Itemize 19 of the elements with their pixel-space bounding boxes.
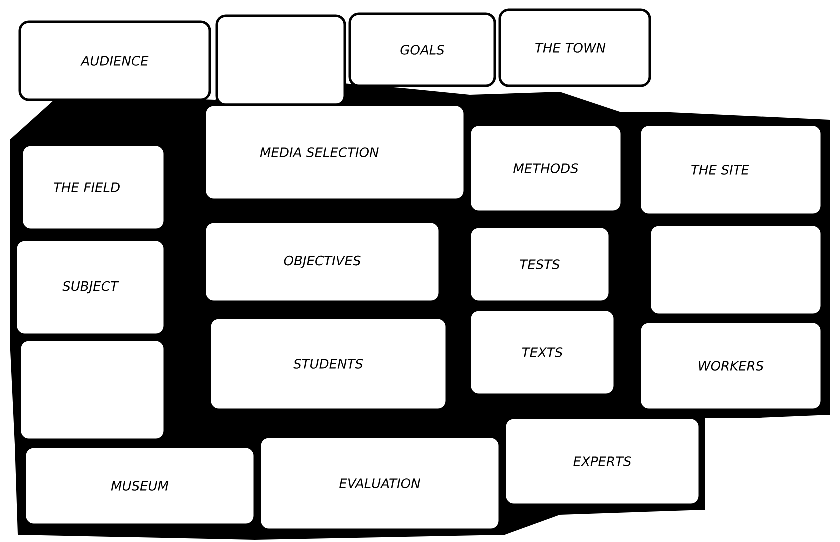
stone-label: GOALS bbox=[348, 12, 496, 88]
stone-label: TEXTS bbox=[468, 308, 616, 396]
blank-stone bbox=[648, 224, 824, 316]
stone-label: METHODS bbox=[468, 124, 624, 214]
stone-label: THE SITE bbox=[638, 124, 824, 216]
stone-label: OBJECTIVES bbox=[204, 220, 442, 304]
stone-label: TESTS bbox=[468, 226, 612, 304]
stone-label: THE FIELD bbox=[20, 144, 166, 232]
blank-stone bbox=[216, 14, 346, 106]
stone-label: STUDENTS bbox=[208, 316, 448, 412]
stone-label: WORKERS bbox=[638, 320, 824, 412]
blank-stone bbox=[18, 338, 166, 442]
stone-label: THE TOWN bbox=[498, 8, 652, 88]
stone-label: MEDIA SELECTION bbox=[204, 104, 466, 202]
stone-label: SUBJECT bbox=[14, 238, 166, 336]
stone-label: MUSEUM bbox=[24, 446, 256, 526]
stone-label: EXPERTS bbox=[504, 416, 702, 506]
stone-label: AUDIENCE bbox=[18, 20, 212, 102]
stone-label: EVALUATION bbox=[258, 436, 502, 532]
